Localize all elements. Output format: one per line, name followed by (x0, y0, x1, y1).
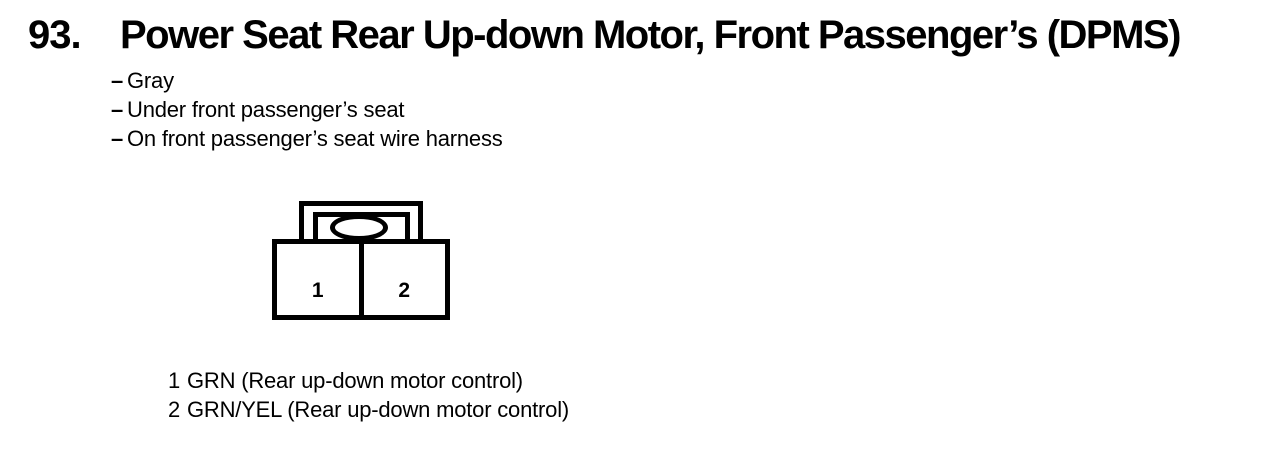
pin-row: 1 GRN (Rear up-down motor control) (168, 366, 569, 395)
page-title: Power Seat Rear Up-down Motor, Front Pas… (120, 13, 1181, 57)
item-number: 93. (28, 13, 82, 57)
pin-wire-label: GRN/YEL (Rear up-down motor control) (187, 397, 570, 422)
dash-bullet: – (111, 126, 124, 151)
dash-bullet: – (111, 68, 124, 93)
note-text: Under front passenger’s seat (127, 97, 405, 122)
connector-diagram: 1 2 (272, 201, 453, 323)
pin-number: 2 (168, 397, 181, 422)
pin-number: 1 (168, 368, 181, 393)
dash-bullet: – (111, 97, 124, 122)
cavity-2-label: 2 (398, 278, 411, 302)
cavity-1: 1 (277, 244, 364, 315)
connector-body: 1 2 (272, 239, 450, 320)
connector-notes: – Gray – Under front passenger’s seat – … (111, 66, 503, 153)
note-text: Gray (127, 68, 174, 93)
cavity-2: 2 (364, 244, 446, 315)
connector-latch-oval (330, 214, 388, 241)
note-item: – Gray (111, 66, 503, 95)
note-item: – Under front passenger’s seat (111, 95, 503, 124)
pin-wire-label: GRN (Rear up-down motor control) (187, 368, 523, 393)
cavity-1-label: 1 (311, 278, 324, 302)
pin-legend: 1 GRN (Rear up-down motor control) 2 GRN… (168, 366, 569, 424)
pin-row: 2 GRN/YEL (Rear up-down motor control) (168, 395, 569, 424)
note-item: – On front passenger’s seat wire harness (111, 124, 503, 153)
note-text: On front passenger’s seat wire harness (127, 126, 503, 151)
